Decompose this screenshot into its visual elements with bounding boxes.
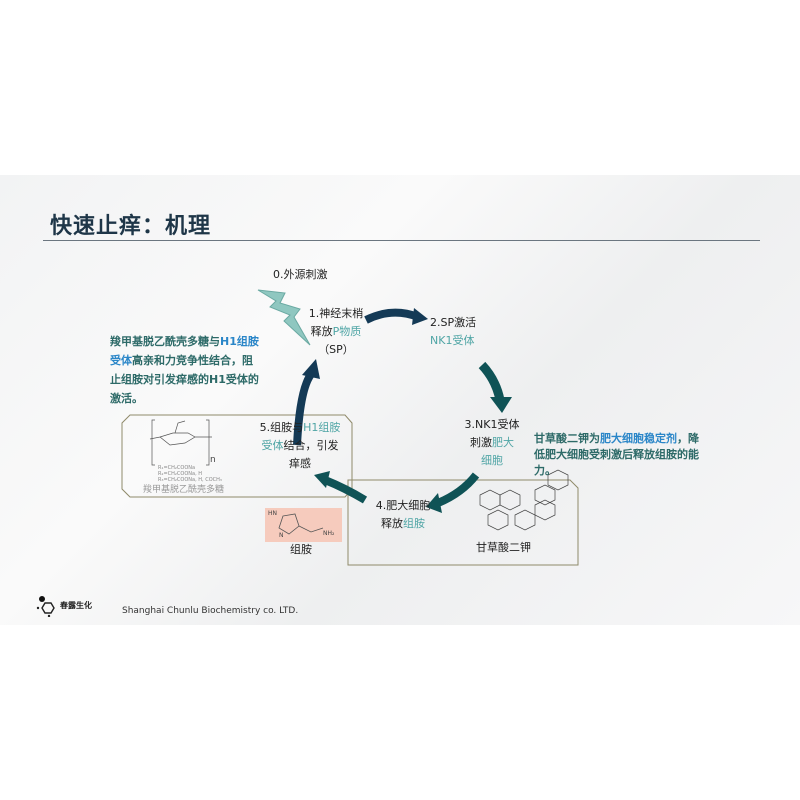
right-note-text2: ，降低肥大细胞受刺激后释放组胺的能力。 — [534, 432, 699, 477]
step-1-line3: （SP） — [318, 343, 354, 356]
step-4-text: 释放 — [381, 517, 403, 530]
chitosan-structure — [149, 419, 212, 466]
step-0-label: 0.外源刺激 — [273, 268, 328, 281]
step-1-text: 释放 — [310, 325, 333, 338]
histamine-hn: HN — [268, 510, 277, 517]
histamine-label: 组胺 — [290, 543, 312, 556]
step-5-line3: 痒感 — [289, 457, 311, 470]
chitosan-r2: R₂=CH₂COONa, H — [158, 471, 203, 477]
histamine-nh2: NH₂ — [323, 530, 335, 537]
step-1-line2: 释放P物质 — [300, 323, 372, 341]
step-3-highlight: 肥大 — [492, 436, 514, 449]
left-note: 羧甲基脱乙酰壳多糖与H1组胺受体高亲和力竞争性结合，阻止组胺对引发痒感的H1受体… — [110, 332, 260, 408]
arrow-5-to-1 — [293, 359, 320, 446]
histamine-structure: HN N NH₂ — [265, 508, 342, 542]
left-note-text2: 高亲和力竞争性结合，阻止组胺对引发痒感的H1受体的激活。 — [110, 354, 259, 405]
left-note-text: 羧甲基脱乙酰壳多糖与 — [110, 335, 220, 348]
box-glycyrrhizinate — [347, 479, 579, 566]
lightning-icon — [257, 289, 311, 346]
step-4-highlight: 组胺 — [403, 517, 425, 530]
step-4-label: 4.肥大细胞 释放组胺 — [368, 497, 438, 533]
step-5-highlight2: 受体 — [261, 439, 284, 452]
step-5-label: 5.组胺与H1组胺 受体结合，引发 痒感 — [252, 419, 348, 473]
step-4-line1: 4.肥大细胞 — [375, 499, 431, 512]
step-3-line2: 刺激肥大 — [456, 434, 528, 452]
step-3-line3: 细胞 — [481, 454, 503, 467]
step-5-text: 5.组胺与 — [259, 421, 304, 434]
title-divider — [43, 240, 760, 241]
chitosan-r-groups: R₁=CH₂COONa R₂=CH₂COONa, H R₃=CH₂COONa, … — [158, 465, 222, 483]
arrow-4-to-5 — [314, 471, 368, 504]
slide: 快速止痒：机理 0.外源刺激 1.神经末梢 释放P物质 （SP） 2.SP激活 — [0, 175, 800, 625]
right-note-text: 甘草酸二钾为 — [534, 432, 600, 445]
step-2-line2: NK1受体 — [430, 334, 475, 347]
step-5-text2: 结合，引发 — [283, 439, 339, 452]
arrow-2-to-3 — [478, 361, 512, 413]
chitosan-label: 羧甲基脱乙酰壳多糖 — [143, 485, 225, 495]
chitosan-r3: R₃=CH₂COONa, H, COCH₃ — [158, 477, 222, 483]
logo-icon — [36, 596, 55, 618]
company-name: Shanghai Chunlu Biochemistry co. LTD. — [122, 606, 299, 616]
step-3-line1: 3.NK1受体 — [464, 418, 520, 431]
step-5-line1: 5.组胺与H1组胺 — [252, 419, 348, 437]
step-1-highlight: P物质 — [332, 325, 362, 338]
page-title: 快速止痒：机理 — [50, 214, 212, 239]
step-3-label: 3.NK1受体 刺激肥大 细胞 — [456, 416, 528, 470]
histamine-ring — [278, 513, 324, 535]
histamine-n: N — [279, 532, 284, 539]
step-1-label: 1.神经末梢 释放P物质 （SP） — [300, 305, 372, 359]
chitosan-r1: R₁=CH₂COONa — [158, 465, 196, 471]
glycyrrhizinate-structure — [479, 469, 569, 531]
glycyrrhizinate-label: 甘草酸二钾 — [476, 541, 531, 554]
step-1-line1: 1.神经末梢 — [308, 307, 364, 320]
right-note-highlight: 肥大细胞稳定剂 — [600, 432, 677, 445]
step-5-line2: 受体结合，引发 — [252, 437, 348, 455]
chitosan-n: n — [210, 455, 216, 465]
logo-text: 春露生化 — [60, 601, 92, 610]
step-3-text: 刺激 — [470, 436, 492, 449]
arrow-1-to-2 — [364, 308, 428, 325]
cycle-graphics — [121, 289, 579, 566]
box-chitosan — [121, 414, 353, 498]
step-4-line2: 释放组胺 — [368, 515, 438, 533]
step-2-label: 2.SP激活 NK1受体 — [430, 314, 476, 350]
arrow-3-to-4 — [426, 472, 480, 513]
company-logo: 春露生化 — [36, 595, 116, 618]
step-5-highlight: H1组胺 — [303, 421, 341, 434]
right-note: 甘草酸二钾为肥大细胞稳定剂，降低肥大细胞受刺激后释放组胺的能力。 — [534, 431, 699, 479]
step-2-line1: 2.SP激活 — [430, 316, 477, 329]
left-note-highlight: H1组胺受体 — [110, 335, 259, 367]
